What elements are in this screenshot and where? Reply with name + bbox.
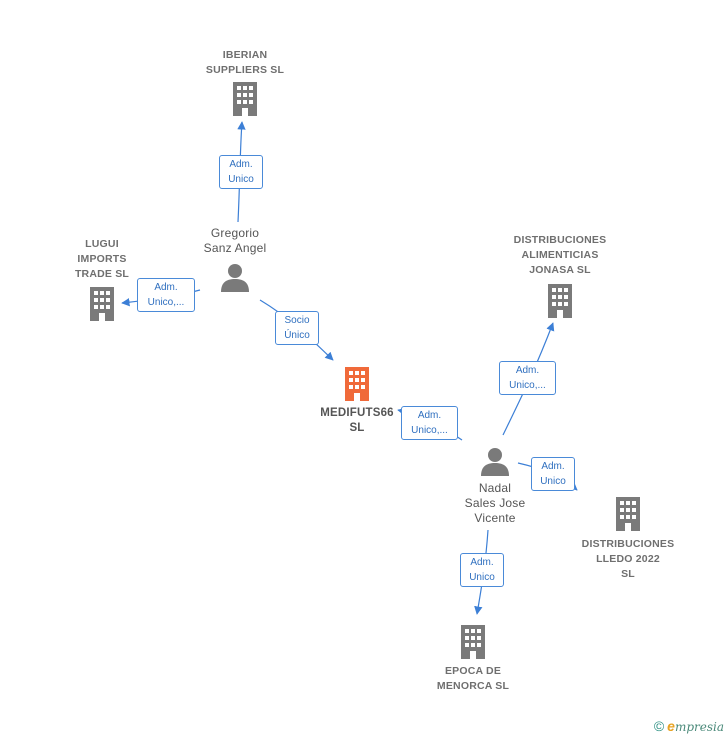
edge-label-nadal-lledo[interactable]: Adm. Unico xyxy=(531,457,575,491)
building-icon xyxy=(90,287,114,321)
node-label: LUGUI IMPORTS TRADE SL xyxy=(74,238,130,280)
node-label: MEDIFUTS66 SL xyxy=(320,407,394,434)
building-icon xyxy=(345,367,369,401)
node-label: DISTRIBUCIONES ALIMENTICIAS JONASA SL xyxy=(513,234,607,276)
edge-label-gregorio-lugui[interactable]: Adm. Unico,... xyxy=(137,278,195,312)
brand-logo-text: mpresia xyxy=(674,720,724,734)
edge-label-gregorio-iberian[interactable]: Adm. Unico xyxy=(219,155,263,189)
brand-footer: ©empresia xyxy=(654,718,724,734)
node-label: Gregorio Sanz Angel xyxy=(203,226,267,255)
copyright-icon: © xyxy=(653,718,665,734)
node-epoca-de-menorca[interactable]: EPOCA DE MENORCA SL xyxy=(418,624,528,694)
node-iberian-suppliers[interactable]: IBERIAN SUPPLIERS SL xyxy=(185,48,305,117)
person-icon xyxy=(221,264,249,292)
edge-label-nadal-epoca[interactable]: Adm. Unico xyxy=(460,553,504,587)
node-lugui-imports[interactable]: LUGUI IMPORTS TRADE SL xyxy=(60,237,144,322)
building-icon xyxy=(461,625,485,659)
node-label: DISTRIBUCIONES LLEDO 2022 SL xyxy=(581,538,675,580)
edge-label-gregorio-medifut[interactable]: Socio Único xyxy=(275,311,319,345)
edge-label-nadal-jonasa[interactable]: Adm. Unico,... xyxy=(499,361,556,395)
node-label: EPOCA DE MENORCA SL xyxy=(436,665,510,692)
node-medifuts66[interactable]: MEDIFUTS66 SL xyxy=(305,366,409,436)
person-icon xyxy=(481,448,509,476)
node-nadal-sales-jose-vicente[interactable]: Nadal Sales Jose Vicente xyxy=(440,446,550,526)
brand-logo-initial: e xyxy=(667,718,675,734)
node-distribuciones-jonasa[interactable]: DISTRIBUCIONES ALIMENTICIAS JONASA SL xyxy=(498,233,622,319)
edge-label-nadal-medifut[interactable]: Adm. Unico,... xyxy=(401,406,458,440)
node-label: Nadal Sales Jose Vicente xyxy=(464,481,526,525)
node-gregorio-sanz-angel[interactable]: Gregorio Sanz Angel xyxy=(180,226,290,292)
building-icon xyxy=(233,82,257,116)
building-icon xyxy=(548,284,572,318)
node-distribuciones-lledo[interactable]: DISTRIBUCIONES LLEDO 2022 SL xyxy=(568,496,688,582)
node-label: IBERIAN SUPPLIERS SL xyxy=(205,49,285,76)
building-icon xyxy=(616,497,640,531)
